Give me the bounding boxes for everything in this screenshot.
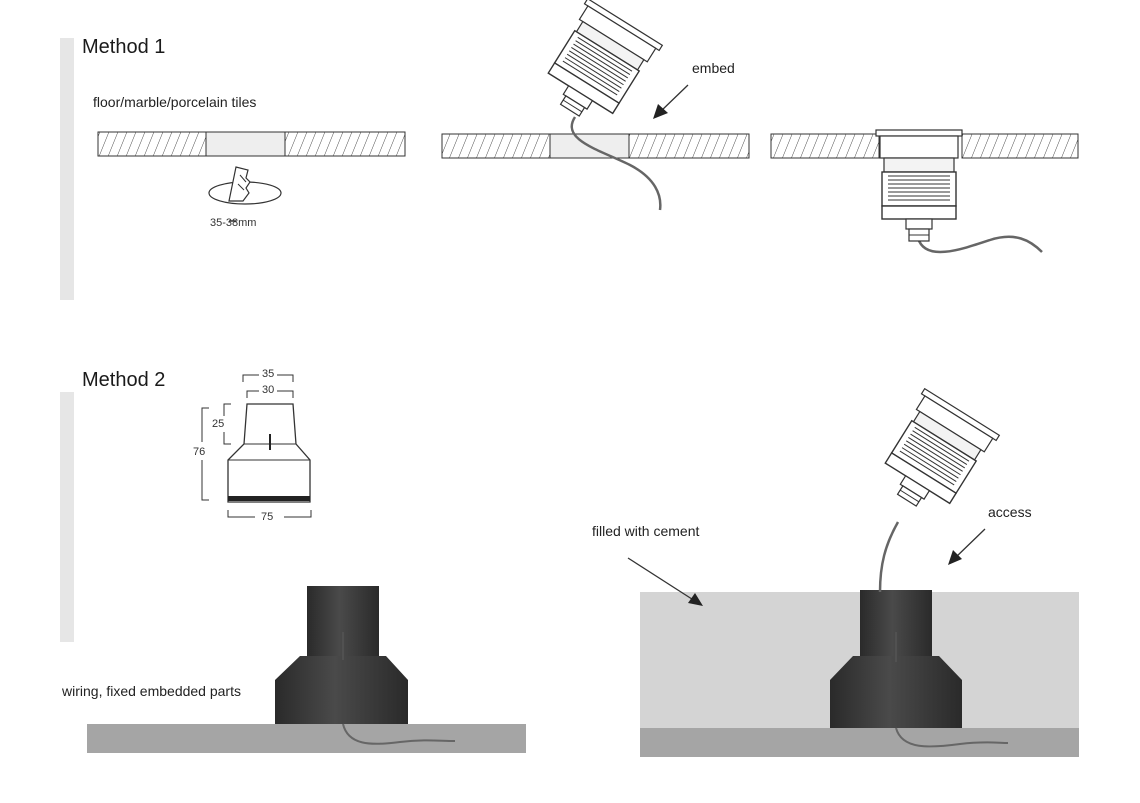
dim-top-outer: 35	[262, 368, 275, 380]
tile-strip-embed	[441, 133, 750, 159]
cable-right	[895, 727, 1009, 748]
tile-strip-installed	[770, 133, 1079, 159]
cable-access	[878, 521, 900, 593]
dim-total-height: 76	[193, 446, 206, 458]
dim-base-width: 75	[261, 511, 274, 523]
surface-label: floor/marble/porcelain tiles	[93, 94, 257, 110]
method2-title: Method 2	[82, 369, 166, 391]
tile-strip-plain	[97, 131, 406, 157]
access-arrow	[948, 528, 986, 565]
embed-label: embed	[692, 60, 735, 76]
cement-arrow	[627, 557, 703, 606]
cable-left	[342, 723, 456, 745]
embedded-part-left	[275, 586, 408, 724]
embedded-part-outline	[227, 403, 311, 503]
lamp-installed	[875, 129, 963, 242]
hole-drill-icon	[208, 166, 282, 205]
ground-right	[640, 728, 1079, 757]
embedded-part-right	[830, 590, 962, 728]
embed-arrow	[653, 84, 689, 119]
lamp-tilted-embed	[531, 0, 664, 135]
dim-top-inner: 30	[262, 384, 275, 396]
ground-left	[87, 724, 526, 753]
method1-title: Method 1	[82, 36, 166, 58]
dimension-lines	[201, 374, 312, 518]
cement-label: filled with cement	[592, 523, 700, 539]
wiring-label: wiring, fixed embedded parts	[62, 683, 241, 699]
cable-embed	[570, 116, 662, 211]
method1-sidebar	[60, 38, 74, 300]
method2-sidebar	[60, 392, 74, 642]
access-label: access	[988, 504, 1032, 520]
dim-upper-height: 25	[212, 418, 225, 430]
cable-installed	[916, 235, 1043, 254]
lamp-tilted-access	[868, 387, 1001, 525]
hole-size-label: 35-38mm	[210, 217, 257, 229]
